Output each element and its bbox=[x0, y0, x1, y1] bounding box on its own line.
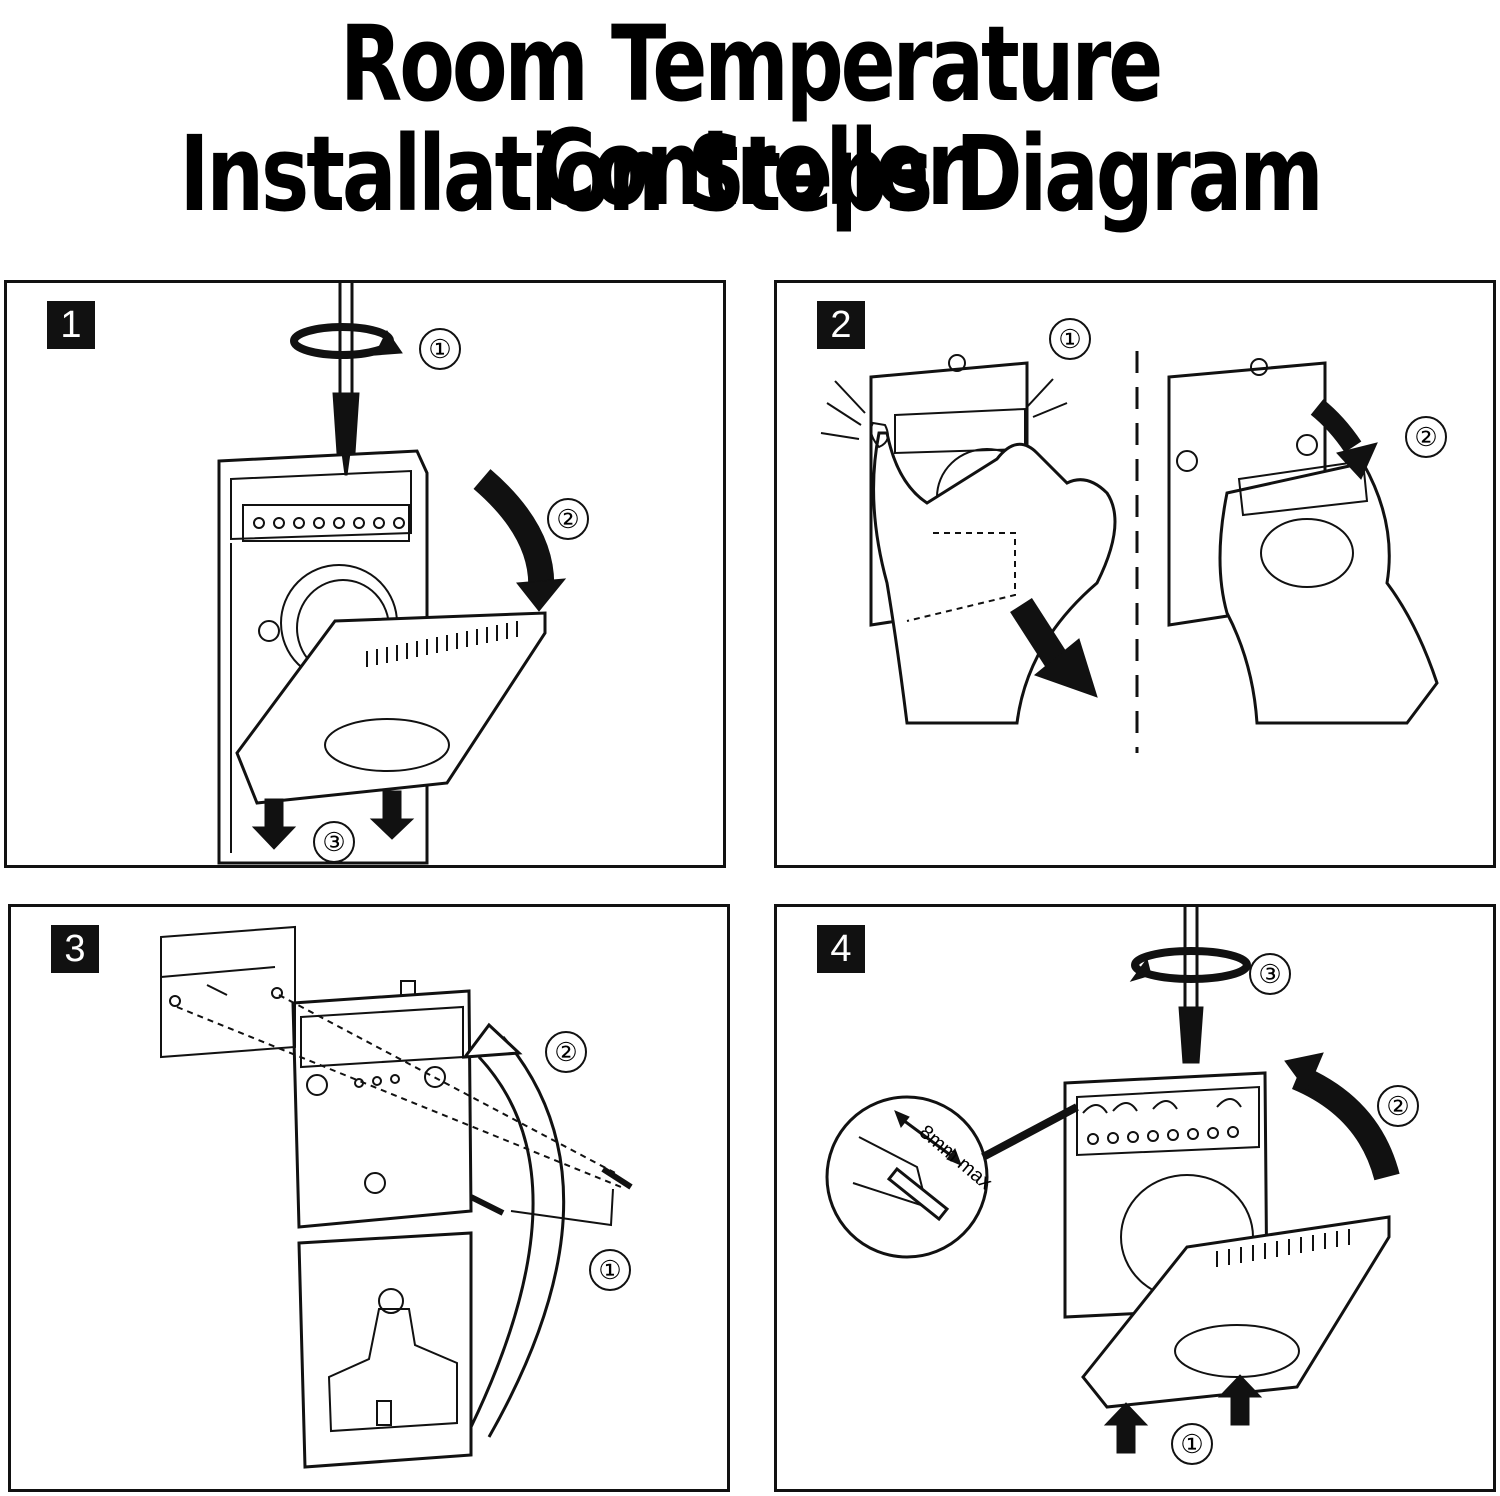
step-label: ③ bbox=[313, 821, 355, 863]
step-label: ① bbox=[589, 1249, 631, 1291]
step-panel-4: 4 bbox=[774, 904, 1496, 1492]
step-number: 3 bbox=[51, 925, 99, 973]
step-label: ② bbox=[545, 1031, 587, 1073]
step-number: 2 bbox=[817, 301, 865, 349]
step-label: ② bbox=[1405, 416, 1447, 458]
step-label: ② bbox=[1377, 1085, 1419, 1127]
step-panel-3: 3 ② ① bbox=[8, 904, 730, 1492]
step-label: ③ bbox=[1249, 953, 1291, 995]
thermostat-icon bbox=[160, 925, 633, 1469]
step-label: ① bbox=[419, 328, 461, 370]
hand-icon bbox=[820, 351, 1439, 753]
title-line-1: Room Temperature Controller bbox=[339, 3, 1163, 229]
step-label: ① bbox=[1171, 1423, 1213, 1465]
step-label: ① bbox=[1049, 318, 1091, 360]
step-number: 4 bbox=[817, 925, 865, 973]
step-panel-2: 2 ① ② bbox=[774, 280, 1496, 868]
step-number: 1 bbox=[47, 301, 95, 349]
thermostat-icon bbox=[825, 907, 1400, 1454]
step-panel-1: 1 bbox=[4, 280, 726, 868]
step-label: ② bbox=[547, 498, 589, 540]
title-line-2: Installation Steps Diagram bbox=[179, 113, 1323, 235]
thermostat-icon bbox=[217, 283, 567, 865]
